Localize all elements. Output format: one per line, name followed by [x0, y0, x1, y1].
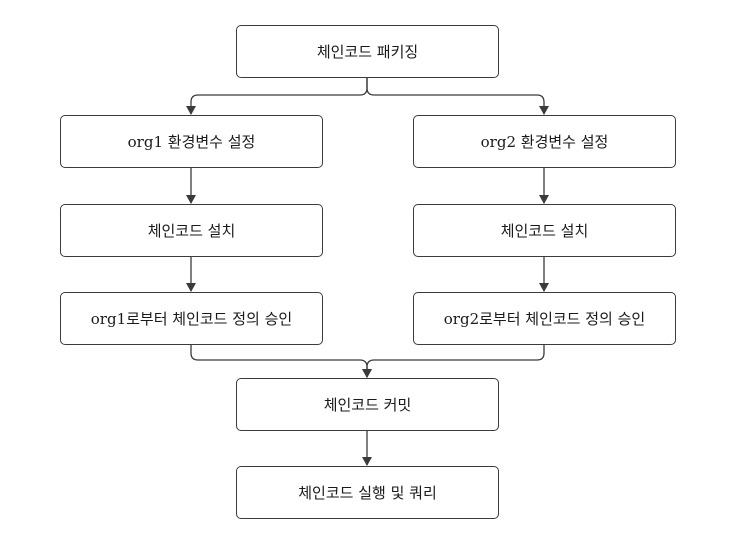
- node-invoke-query-label: 체인코드 실행 및 쿼리: [298, 484, 437, 502]
- node-commit-label: 체인코드 커밋: [323, 396, 412, 414]
- node-install-org1-label: 체인코드 설치: [147, 222, 236, 240]
- node-approve-org2-label: org2로부터 체인코드 정의 승인: [443, 310, 646, 328]
- edge-approve-org1-to-commit: [190, 345, 372, 378]
- node-install-org2-label: 체인코드 설치: [500, 222, 589, 240]
- node-install-org2: 체인코드 설치: [413, 204, 676, 257]
- edge-approve-org2-to-commit: [362, 345, 545, 378]
- edge-package-to-env-org1: [186, 78, 368, 115]
- node-package-label: 체인코드 패키징: [316, 43, 419, 61]
- node-env-org1-label: org1 환경변수 설정: [127, 133, 256, 151]
- node-approve-org2: org2로부터 체인코드 정의 승인: [413, 292, 676, 345]
- node-commit: 체인코드 커밋: [236, 378, 499, 431]
- node-env-org2-label: org2 환경변수 설정: [480, 133, 609, 151]
- node-env-org1: org1 환경변수 설정: [60, 115, 323, 168]
- node-approve-org1: org1로부터 체인코드 정의 승인: [60, 292, 323, 345]
- node-install-org1: 체인코드 설치: [60, 204, 323, 257]
- node-invoke-query: 체인코드 실행 및 쿼리: [236, 466, 499, 519]
- node-env-org2: org2 환경변수 설정: [413, 115, 676, 168]
- edge-package-to-env-org2: [366, 78, 549, 115]
- node-approve-org1-label: org1로부터 체인코드 정의 승인: [90, 310, 293, 328]
- node-package: 체인코드 패키징: [236, 25, 499, 78]
